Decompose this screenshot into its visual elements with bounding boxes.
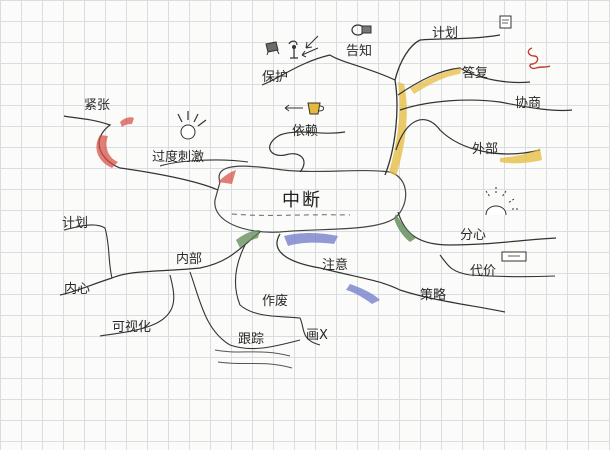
banknote-icon xyxy=(501,251,527,262)
label-keshihua: 可视化 xyxy=(112,320,152,335)
label-guoducijii: 过度刺激 xyxy=(152,150,205,165)
label-xieshang: 协商 xyxy=(515,96,542,111)
center-label: 中断 xyxy=(282,190,322,211)
label-yilai: 依赖 xyxy=(292,124,319,139)
branch-yilai xyxy=(269,131,346,173)
flash-icon xyxy=(177,111,207,140)
sun-alarm-icon xyxy=(485,187,518,216)
branch-hub-yellow xyxy=(384,39,421,176)
chair-icon xyxy=(265,41,280,56)
cup-icon xyxy=(307,102,325,115)
branch-daijia xyxy=(439,254,556,278)
label-gaozhi: 告知 xyxy=(346,44,373,59)
label-jihua-top: 计划 xyxy=(432,26,459,41)
label-genzong: 跟踪 xyxy=(238,332,265,347)
label-neixin: 内心 xyxy=(64,282,91,297)
branch-gaozhi xyxy=(261,54,396,86)
label-dafu: 答复 xyxy=(462,66,489,81)
branch-neibu xyxy=(59,231,261,296)
branch-genzong xyxy=(189,271,301,350)
label-neibu: 内部 xyxy=(176,252,203,267)
branch-waibu xyxy=(395,119,541,155)
branch-jihua-left xyxy=(63,224,113,279)
label-celue: 策略 xyxy=(420,288,447,303)
label-fenxin: 分心 xyxy=(460,228,487,243)
label-daijia: 代价 xyxy=(470,264,497,279)
label-zuofei: 作废 xyxy=(262,294,289,309)
branch-zuofei xyxy=(234,244,321,346)
label-waibu: 外部 xyxy=(472,142,499,157)
center-dash xyxy=(231,213,351,216)
label-huax: 画Ⅹ xyxy=(306,328,328,343)
center-node xyxy=(214,165,407,233)
branch-xieshang xyxy=(399,99,573,112)
branch-jihua-top xyxy=(419,34,501,41)
label-baohu: 保护 xyxy=(262,70,289,85)
branch-keshihua xyxy=(99,274,175,337)
camera-icon xyxy=(351,24,372,36)
branch-guoducijii xyxy=(159,159,249,167)
branch-dafu xyxy=(397,67,531,96)
label-zhuyi: 注意 xyxy=(322,258,349,273)
label-jihua-left: 计划 xyxy=(62,216,89,231)
label-jinzhang: 紧张 xyxy=(84,98,111,113)
squiggle-lines xyxy=(214,349,293,369)
snake-icon xyxy=(527,47,551,70)
wind-spiral-icon xyxy=(288,40,298,59)
branch-zhuyi xyxy=(276,233,506,313)
page-icon xyxy=(499,15,512,29)
